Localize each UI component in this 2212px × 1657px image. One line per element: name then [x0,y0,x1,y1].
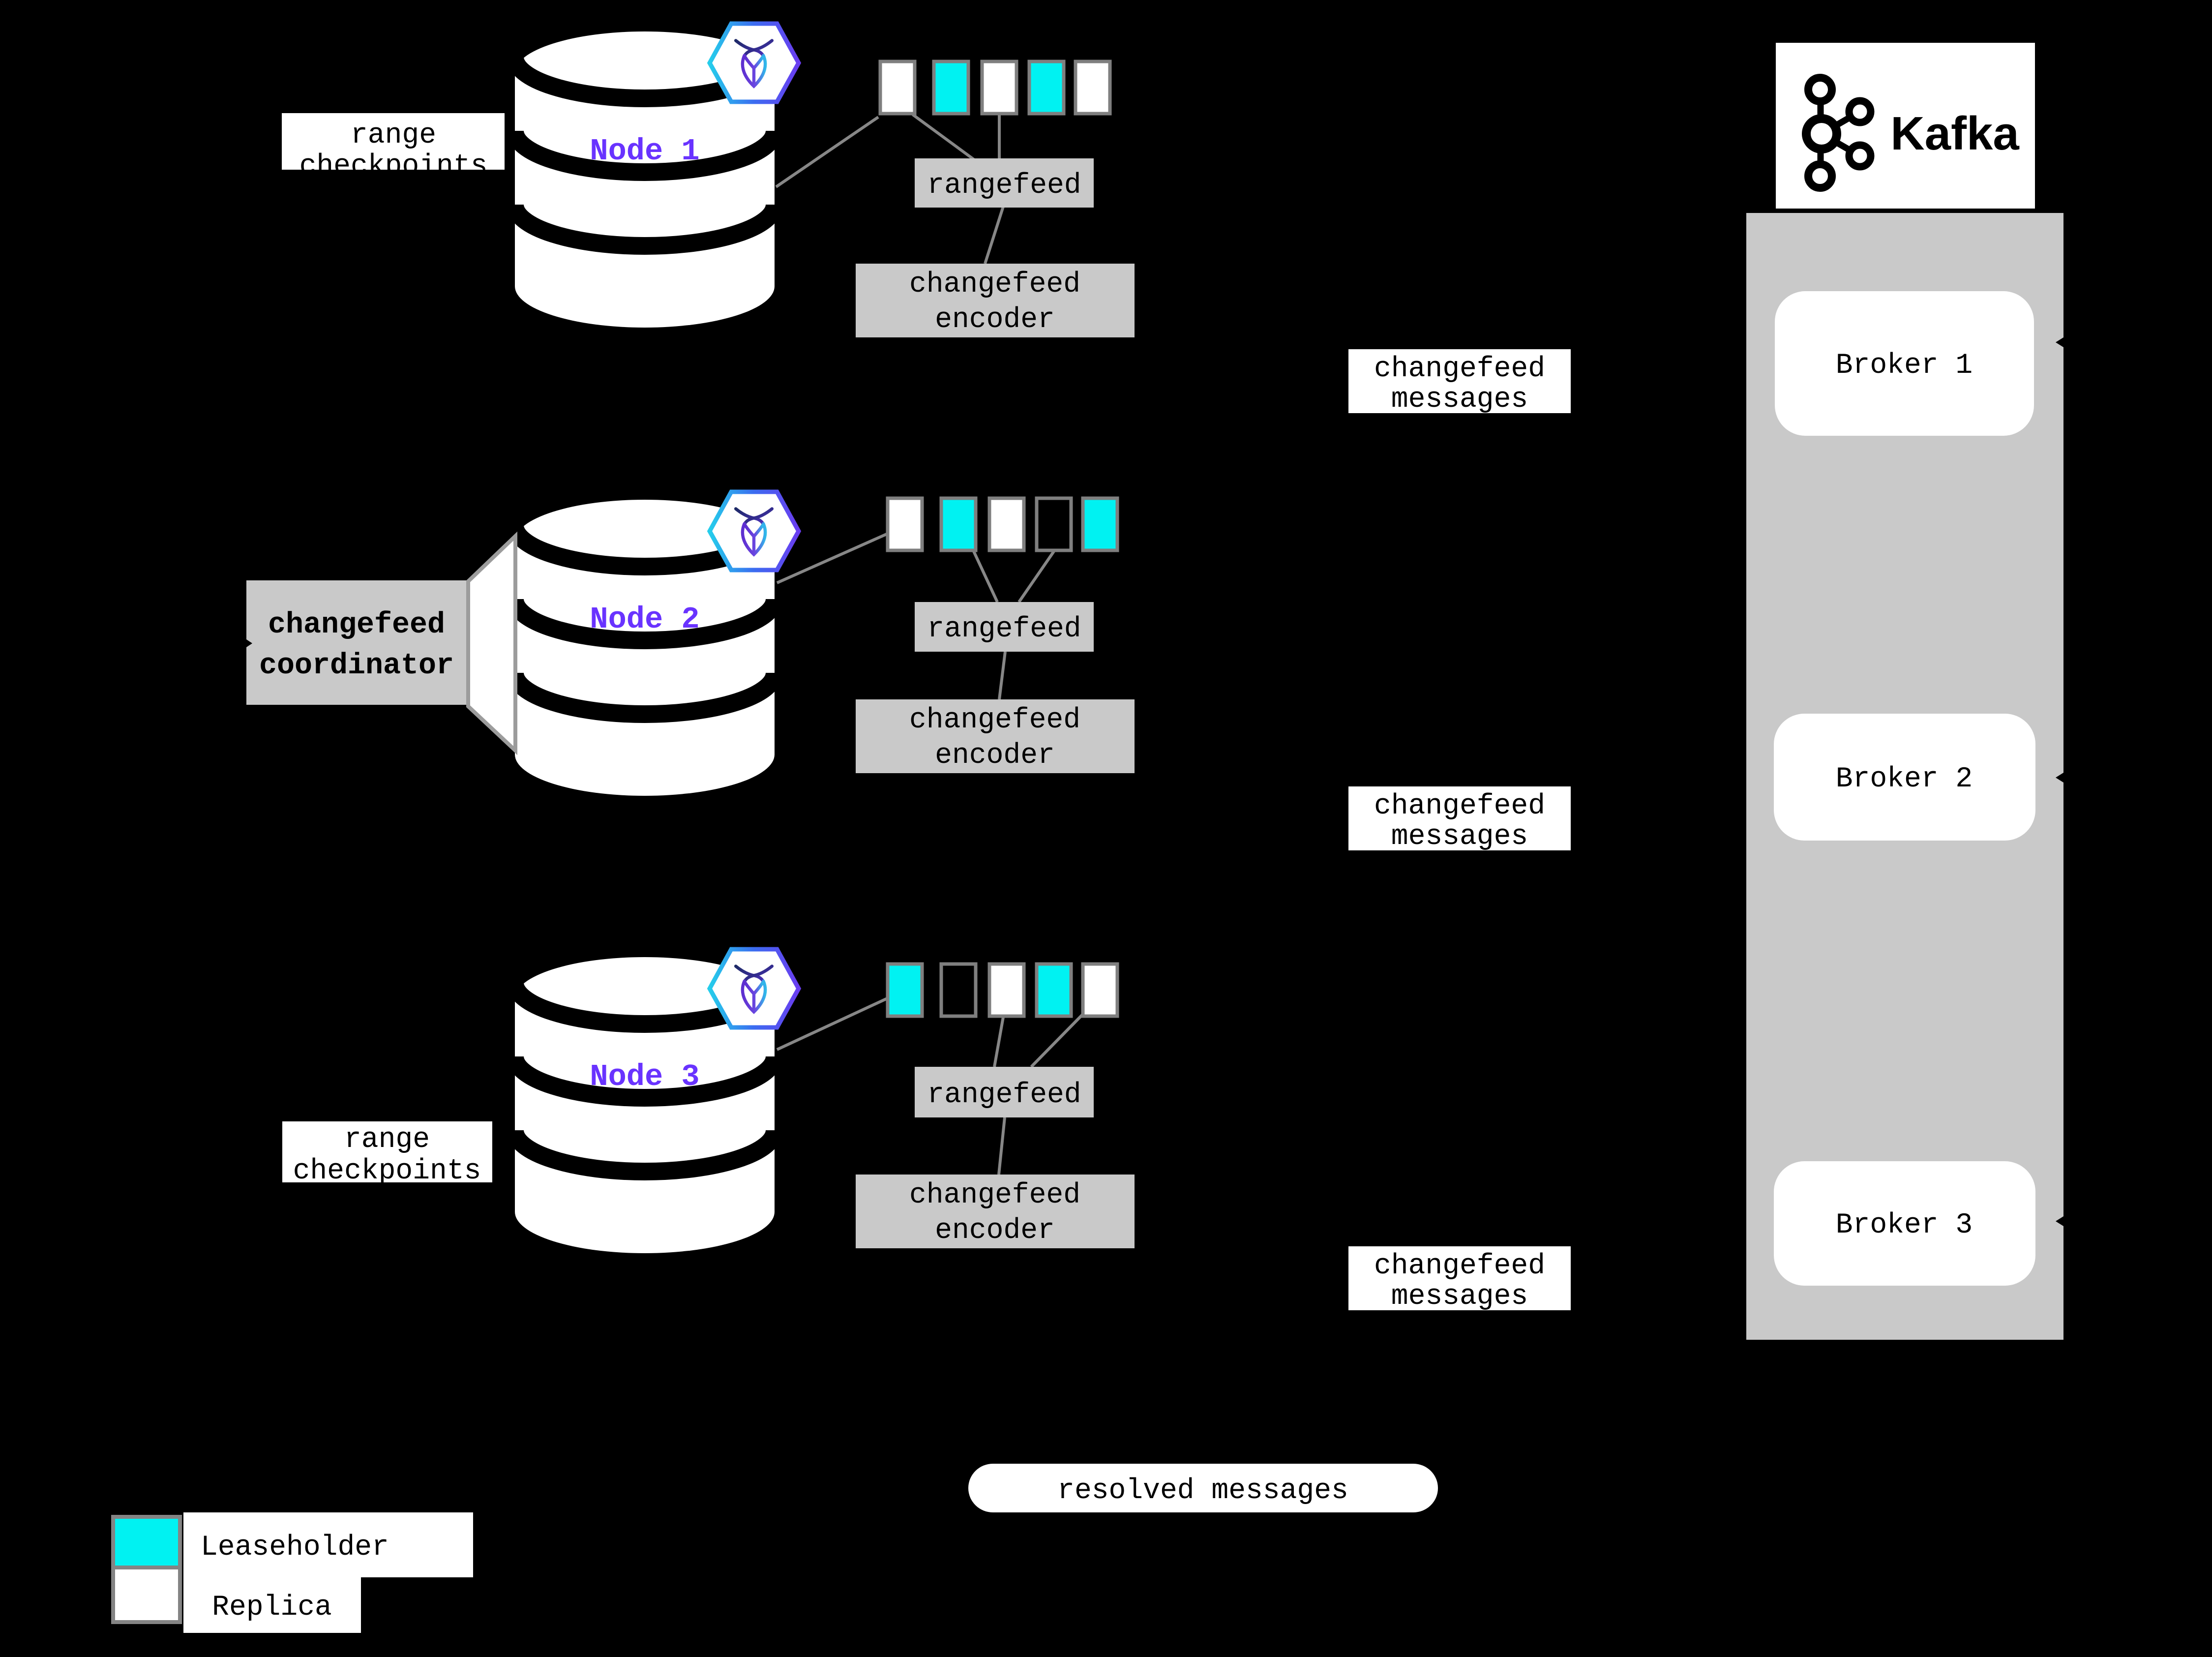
svg-text:Node 2: Node 2 [590,602,699,637]
svg-text:changefeed: changefeed [909,1179,1080,1211]
svg-text:encoder: encoder [935,1215,1055,1247]
svg-text:changefeed: changefeed [909,704,1080,736]
svg-text:Node 1: Node 1 [590,134,699,169]
svg-text:Replica: Replica [212,1592,332,1624]
svg-text:Node 3: Node 3 [590,1059,699,1094]
svg-text:encoder: encoder [935,304,1055,336]
svg-text:coordinator: coordinator [259,649,454,683]
svg-text:changefeed: changefeed [1374,353,1545,385]
svg-text:Leaseholder: Leaseholder [201,1532,389,1564]
svg-text:range: range [351,120,436,151]
svg-text:changefeed: changefeed [268,608,445,642]
svg-text:encoder: encoder [935,740,1055,772]
svg-text:checkpoints: checkpoints [299,151,488,182]
svg-text:Broker 1: Broker 1 [1836,350,1973,382]
svg-text:Broker 2: Broker 2 [1836,763,1973,795]
svg-text:range: range [344,1124,430,1156]
svg-text:changefeed: changefeed [1374,790,1545,822]
svg-text:messages: messages [1391,821,1528,853]
svg-text:rangefeed: rangefeed [927,1079,1081,1111]
svg-text:rangefeed: rangefeed [927,170,1081,202]
svg-text:checkpoints: checkpoints [293,1155,481,1187]
svg-text:resolved messages: resolved messages [1057,1475,1348,1507]
svg-text:changefeed: changefeed [1374,1250,1545,1282]
svg-text:Broker 3: Broker 3 [1836,1209,1973,1241]
svg-text:changefeed: changefeed [909,269,1080,301]
svg-text:messages: messages [1391,384,1528,416]
svg-text:rangefeed: rangefeed [927,613,1081,645]
svg-text:messages: messages [1391,1281,1528,1313]
svg-text:Kafka: Kafka [1890,107,2019,160]
